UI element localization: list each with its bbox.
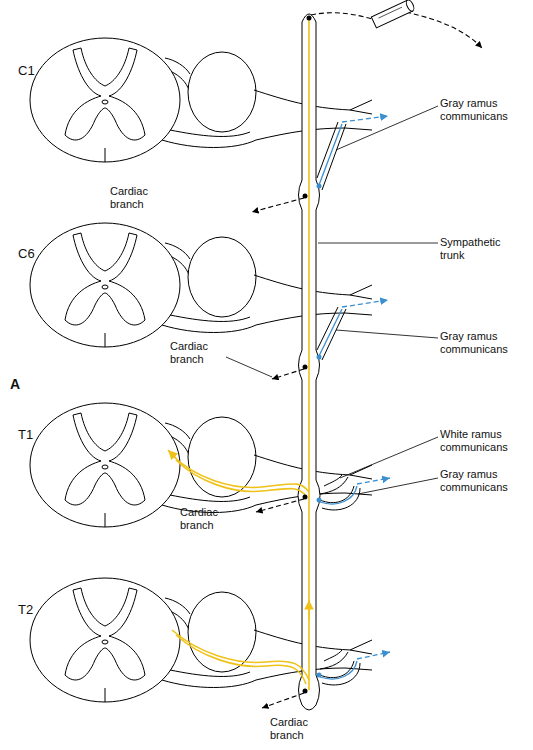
level-label: C1: [18, 64, 48, 77]
structure-label: Cardiac branch: [180, 506, 235, 532]
structure-label: Gray ramus communicans: [440, 468, 530, 494]
level-label: C6: [18, 247, 48, 260]
structure-label: White ramus communicans: [440, 428, 530, 454]
structure-label: Cardiac branch: [110, 185, 165, 211]
structure-label: Sympathetic trunk: [440, 236, 525, 262]
blood-vessel: [371, 0, 415, 28]
level-label: T2: [18, 603, 48, 616]
leader-lines: [226, 106, 438, 494]
spinal-level-c6: [30, 223, 372, 347]
neuron-bodies: [303, 16, 322, 694]
structure-label: Cardiac branch: [170, 340, 225, 366]
panel-letter: A: [10, 378, 30, 391]
level-label: T1: [18, 428, 48, 441]
postganglionic-fibers: [319, 116, 390, 679]
sympathetic-trunk: [298, 14, 320, 710]
spinal-level-t2: [30, 578, 372, 702]
spinal-level-c1: [30, 38, 372, 162]
structure-label: Cardiac branch: [270, 716, 325, 742]
preganglionic-fibers: [168, 20, 309, 690]
structure-label: Gray ramus communicans: [440, 330, 530, 356]
rami-communicantes: [317, 122, 360, 685]
structure-label: Gray ramus communicans: [440, 97, 530, 123]
